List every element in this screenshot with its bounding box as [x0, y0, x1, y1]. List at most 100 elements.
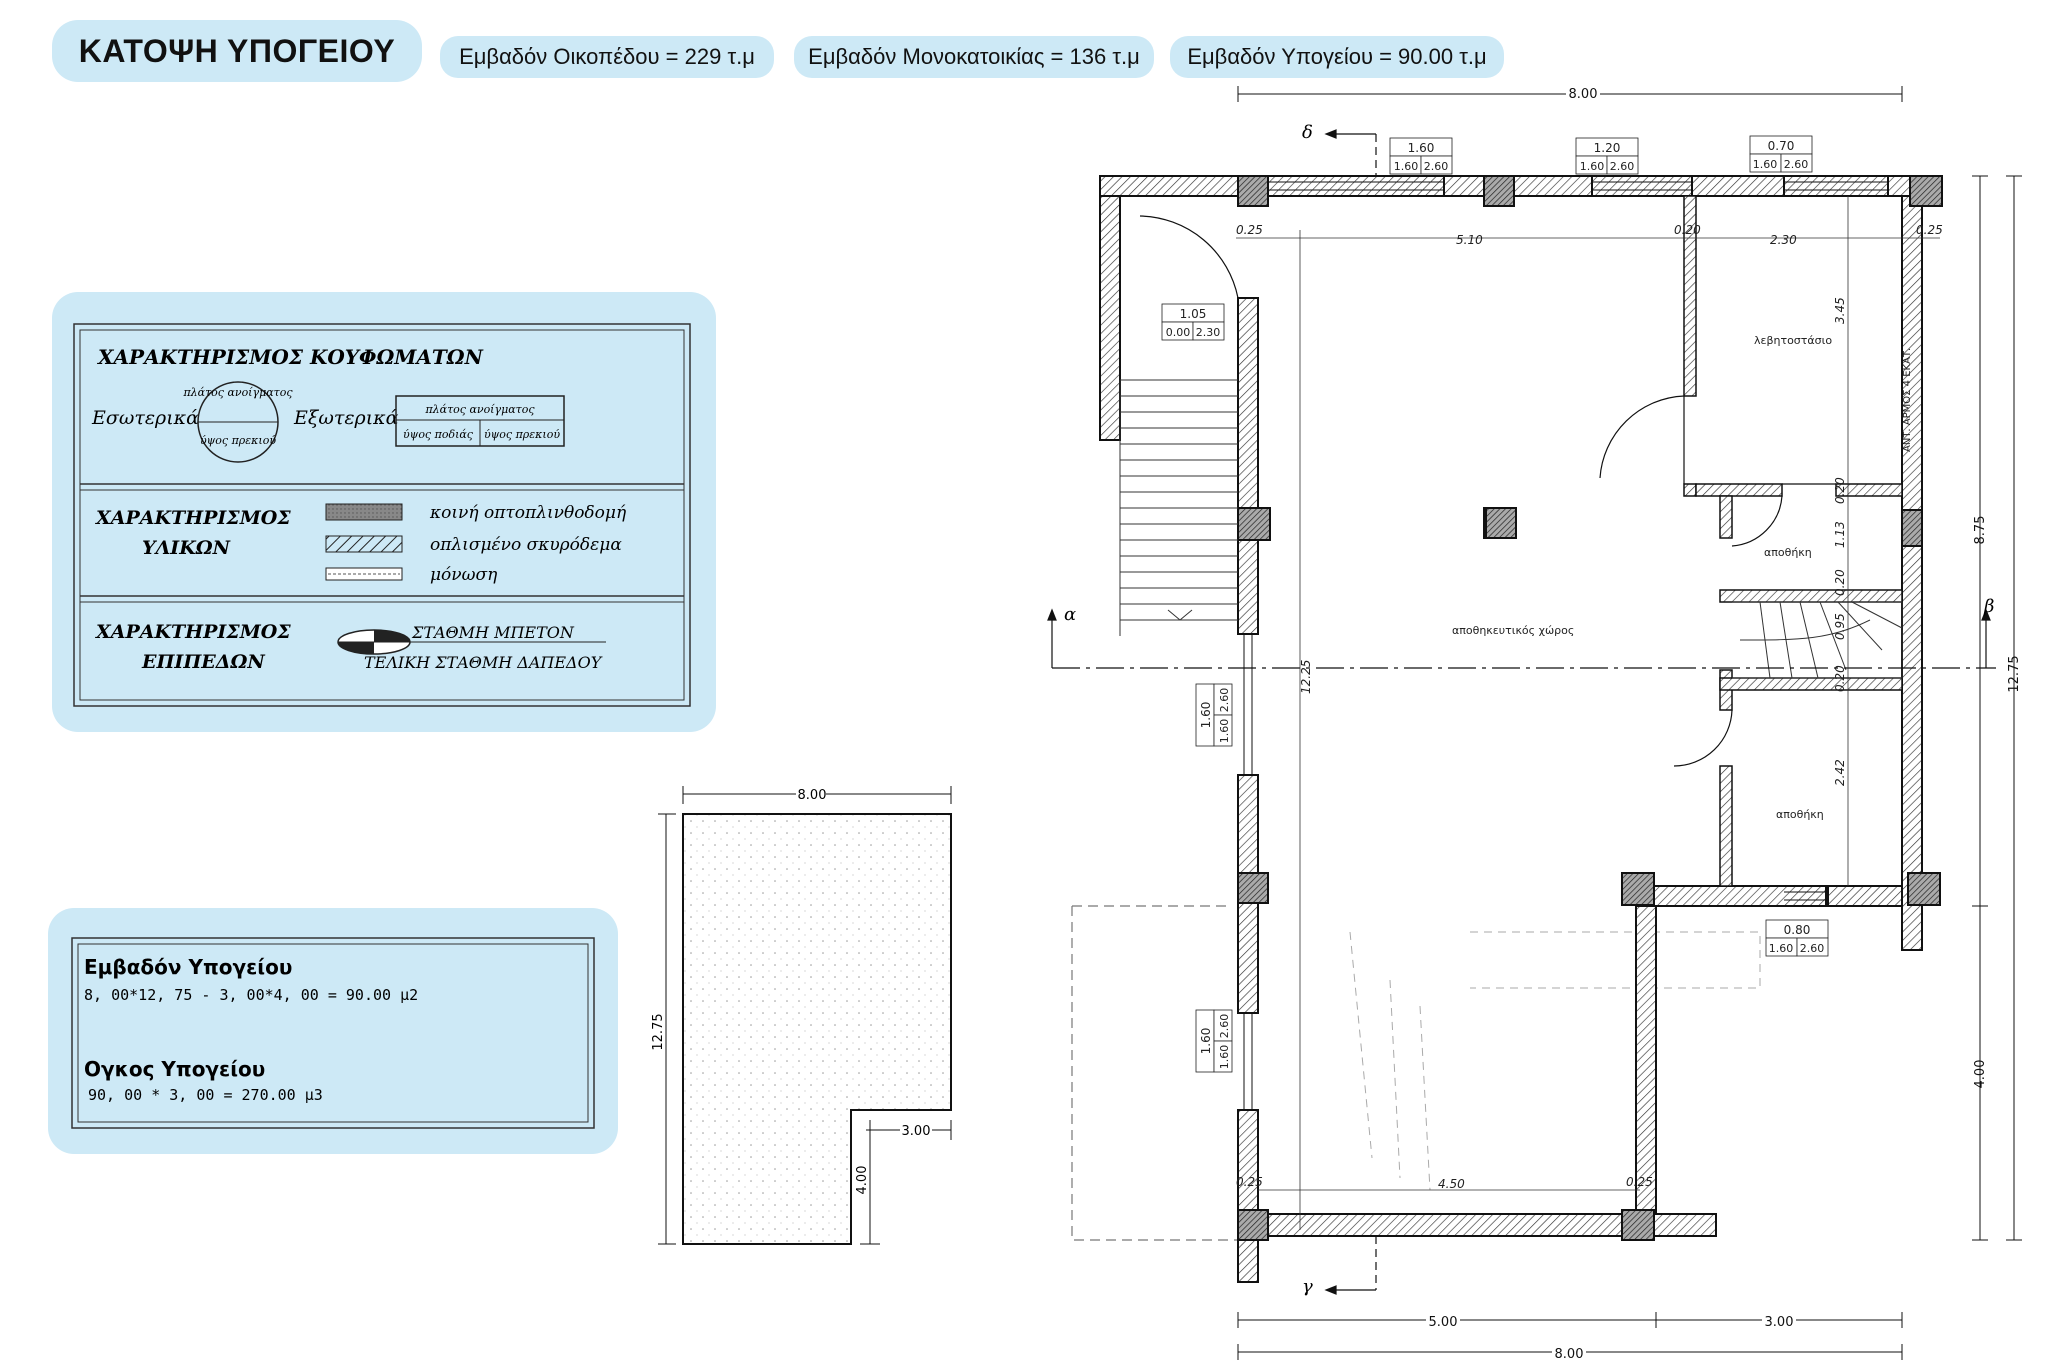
dim-0-25a: 0.25: [1236, 223, 1263, 237]
dim-right-overall: 12.75: [2007, 655, 2022, 692]
dim-0-20c: 0.20: [1833, 665, 1847, 692]
svg-text:0.80: 0.80: [1784, 923, 1811, 937]
window-tag-7: 0.80 1.60 2.60: [1765, 919, 1829, 957]
openings-inner-label: Εσωτερικά: [91, 407, 199, 429]
dim-1-13: 1.13: [1833, 521, 1847, 548]
levels-title-2: ΕΠΙΠΕΔΩΝ: [141, 651, 265, 673]
svg-text:2.60: 2.60: [1218, 688, 1231, 713]
legend-panel: ΧΑΡΑΚΤΗΡΙΣΜΟΣ ΚΟΥΦΩΜΑΤΩΝ Εσωτερικά πλάτο…: [52, 292, 716, 732]
brick-swatch: [325, 503, 403, 521]
dim-top-overall: 8.00: [1569, 87, 1598, 102]
window-openings: [1243, 181, 1888, 1110]
openings-outer-label: Εξωτερικά: [293, 407, 399, 429]
dim-5-10: 5.10: [1456, 233, 1483, 247]
dim-2-30: 2.30: [1770, 233, 1797, 247]
svg-text:2.60: 2.60: [1610, 160, 1635, 173]
materials-item-2: οπλισμένο σκυρόδεμα: [430, 535, 622, 555]
stairs: [1119, 379, 1903, 679]
window-tag-5: 1.60 1.60 2.60: [1195, 683, 1233, 747]
mini-width-label: 8.00: [798, 788, 827, 803]
svg-text:0.00: 0.00: [1166, 326, 1191, 339]
window-tag-4: 1.05 0.00 2.30: [1161, 303, 1225, 341]
svg-text:1.60: 1.60: [1753, 158, 1778, 171]
dim-0-25d: 0.25: [1626, 1175, 1653, 1189]
materials-title-1: ΧΑΡΑΚΤΗΡΙΣΜΟΣ: [95, 507, 291, 529]
materials-item-1: κοινή οπτοπλινθοδομή: [429, 503, 627, 523]
svg-text:1.20: 1.20: [1594, 141, 1621, 155]
svg-text:1.60: 1.60: [1218, 719, 1231, 744]
house-area-badge: Εμβαδόν Μονοκατοικίας = 136 τ.μ: [794, 36, 1154, 78]
center-column: [1485, 507, 1517, 539]
dim-3-45: 3.45: [1833, 297, 1847, 324]
window-tag-3: 0.70 1.60 2.60: [1749, 135, 1813, 173]
svg-text:2.30: 2.30: [1196, 326, 1221, 339]
svg-text:2.60: 2.60: [1784, 158, 1809, 171]
dim-right-lower: 4.00: [1973, 1060, 1988, 1089]
dim-0-95: 0.95: [1833, 613, 1847, 640]
section-label-g: γ: [1302, 1276, 1313, 1297]
section-label-a: α: [1064, 604, 1076, 625]
dim-0-25c: 0.25: [1236, 1175, 1263, 1189]
room-storage-2: αποθήκη: [1776, 808, 1824, 821]
svg-text:1.60: 1.60: [1218, 1045, 1231, 1070]
table-left-label: ύψος ποδιάς: [403, 428, 474, 441]
svg-text:1.60: 1.60: [1199, 702, 1213, 729]
window-tag-1: 1.60 1.60 2.60: [1389, 137, 1453, 175]
room-main-storage: αποθηκευτικός χώρος: [1452, 624, 1574, 637]
room-boiler: λεβητοστάσιο: [1754, 334, 1832, 347]
page-title: ΚΑΤΟΨΗ ΥΠΟΓΕΙΟΥ: [52, 20, 422, 82]
dim-right-upper: 8.75: [1973, 516, 1988, 545]
interior-dim-lines: [1236, 196, 1940, 1230]
calculation-panel: Εμβαδόν Υπογείου 8, 00*12, 75 - 3, 00*4,…: [48, 908, 618, 1154]
levels-title-1: ΧΑΡΑΚΤΗΡΙΣΜΟΣ: [95, 621, 291, 643]
wall-note: ΑΝΤ. ΑΡΜΟΣ 4 ΕΚΑΤ.: [1902, 348, 1913, 452]
room-storage-1: αποθήκη: [1764, 546, 1812, 559]
table-top-label: πλάτος ανοίγματος: [424, 403, 535, 416]
mini-height-label: 12.75: [651, 1013, 666, 1050]
dim-bottom-overall: 8.00: [1555, 1347, 1584, 1362]
svg-text:0.70: 0.70: [1768, 139, 1795, 153]
concrete-swatch: [325, 535, 403, 553]
dim-0-25b: 0.25: [1916, 223, 1943, 237]
dim-12-25: 12.25: [1299, 660, 1313, 694]
volume-formula: 90, 00 * 3, 00 = 270.00 μ3: [88, 1086, 323, 1104]
dim-0-20: 0.20: [1674, 223, 1701, 237]
dim-4-50: 4.50: [1438, 1177, 1465, 1191]
svg-text:1.60: 1.60: [1394, 160, 1419, 173]
circle-top-label: πλάτος ανοίγματος: [182, 386, 293, 399]
materials-title-2: ΥΛΙΚΩΝ: [142, 537, 231, 559]
dim-0-20b: 0.20: [1833, 569, 1847, 596]
svg-text:2.60: 2.60: [1424, 160, 1449, 173]
materials-item-3: μόνωση: [430, 565, 498, 585]
svg-text:1.60: 1.60: [1580, 160, 1605, 173]
mini-notch-width-label: 3.00: [902, 1124, 931, 1139]
dim-bottom-right: 3.00: [1765, 1315, 1794, 1330]
floor-plan: α β γ δ 0.25 5.10 0.20 2.30 0.25 12.25 4…: [1047, 84, 2022, 1362]
calculation-drawing: Εμβαδόν Υπογείου 8, 00*12, 75 - 3, 00*4,…: [71, 937, 595, 1129]
section-label-b: β: [1983, 596, 1994, 617]
mini-plan: 8.00 12.75 3.00 4.00: [651, 786, 952, 1245]
mini-notch-height-label: 4.00: [855, 1166, 870, 1195]
svg-text:1.60: 1.60: [1769, 942, 1794, 955]
window-tag-6: 1.60 1.60 2.60: [1195, 1009, 1233, 1073]
plot-area-badge: Εμβαδόν Οικοπέδου = 229 τ.μ: [440, 36, 774, 78]
window-tag-2: 1.20 1.60 2.60: [1575, 137, 1639, 175]
exterior-walls: [1099, 175, 1941, 1283]
levels-item-1: ΣΤΑΘΜΗ ΜΠΕΤΟΝ: [411, 623, 575, 642]
table-right-label: ύψος πρεκιού: [484, 428, 560, 441]
svg-text:1.60: 1.60: [1199, 1028, 1213, 1055]
area-title: Εμβαδόν Υπογείου: [84, 955, 292, 979]
legend-drawing: ΧΑΡΑΚΤΗΡΙΣΜΟΣ ΚΟΥΦΩΜΑΤΩΝ Εσωτερικά πλάτο…: [73, 323, 691, 707]
structural-columns: [1237, 175, 1943, 1241]
svg-text:1.60: 1.60: [1408, 141, 1435, 155]
levels-item-2: ΤΕΛΙΚΗ ΣΤΑΘΜΗ ΔΑΠΕΔΟΥ: [364, 653, 603, 672]
volume-title: Ογκος Υπογείου: [84, 1057, 265, 1081]
dim-bottom-left: 5.00: [1429, 1315, 1458, 1330]
svg-text:2.60: 2.60: [1800, 942, 1825, 955]
dim-0-20a: 0.20: [1833, 477, 1847, 504]
dim-2-42: 2.42: [1833, 759, 1847, 786]
door-swings: [1139, 215, 1836, 767]
interior-walls: [1683, 195, 1903, 887]
basement-area-badge: Εμβαδόν Υπογείου = 90.00 τ.μ: [1170, 36, 1504, 78]
section-lines: [1047, 129, 1996, 1295]
